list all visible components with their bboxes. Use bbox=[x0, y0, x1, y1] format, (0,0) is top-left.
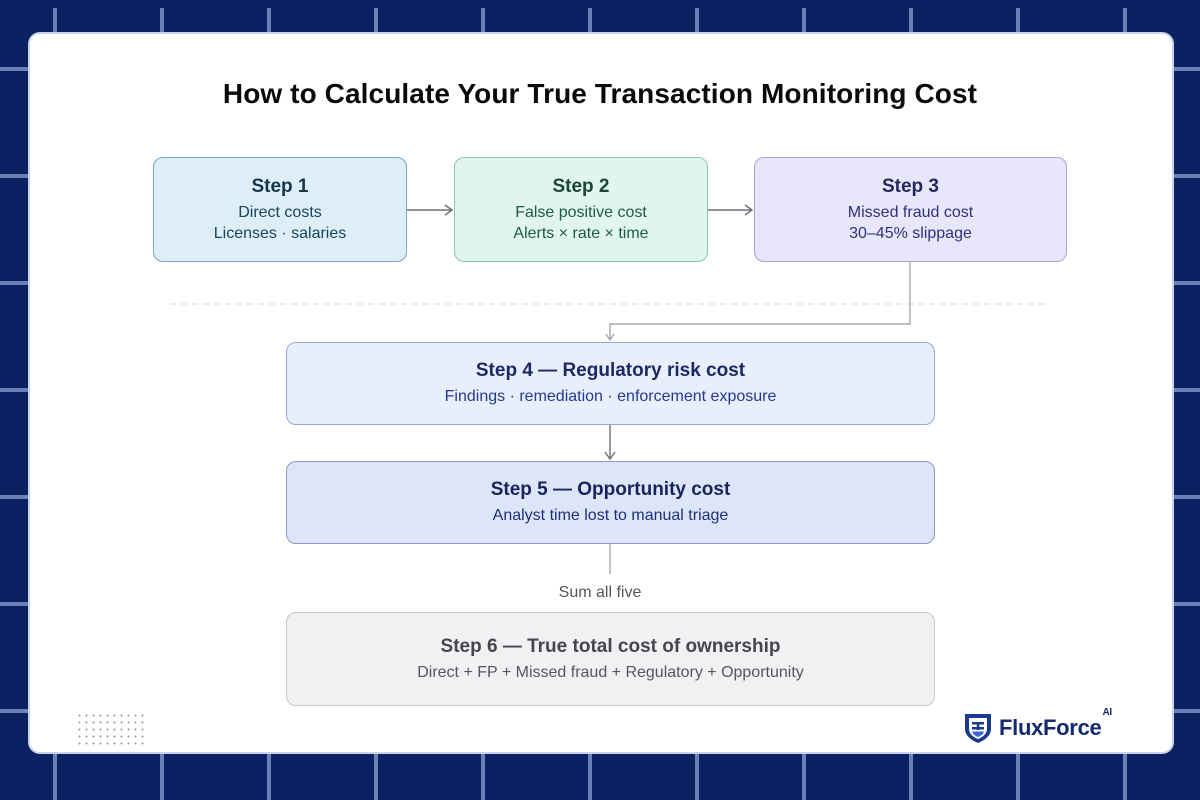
step-1-heading: Step 1 bbox=[251, 175, 309, 197]
step-6-line1: Direct + FP + Missed fraud + Regulatory … bbox=[417, 663, 804, 681]
step-3-heading: Step 3 bbox=[881, 175, 940, 197]
step-2-line1: False positive cost bbox=[515, 203, 647, 221]
step-3-line2: 30–45% slippage bbox=[849, 224, 972, 242]
sum-label: Sum all five bbox=[558, 584, 642, 601]
step-6-heading: Step 6 — True total cost of ownership bbox=[440, 635, 781, 657]
step-4-heading: Step 4 — Regulatory risk cost bbox=[475, 360, 746, 381]
logo-wordmark: FluxForceAI bbox=[999, 707, 1112, 741]
step-4-box: Step 4 — Regulatory risk cost Findings ·… bbox=[286, 342, 935, 425]
shield-icon bbox=[965, 714, 991, 743]
step-1-line1: Direct costs bbox=[238, 203, 322, 221]
step-5-box: Step 5 — Opportunity cost Analyst time l… bbox=[286, 461, 935, 544]
diagram-title: How to Calculate Your True Transaction M… bbox=[222, 78, 978, 109]
step-2-heading: Step 2 bbox=[552, 175, 610, 197]
step-5-line1: Analyst time lost to manual triage bbox=[492, 507, 729, 524]
step-2-line2: Alerts × rate × time bbox=[513, 224, 649, 242]
step-1-box: Step 1 Direct costs Licenses · salaries bbox=[153, 157, 407, 262]
step-3-box: Step 3 Missed fraud cost 30–45% slippage bbox=[754, 157, 1067, 262]
decorative-dot-grid bbox=[76, 712, 144, 748]
step-1-line2: Licenses · salaries bbox=[213, 224, 347, 242]
step-2-box: Step 2 False positive cost Alerts × rate… bbox=[454, 157, 708, 262]
logo-superscript: AI bbox=[1102, 707, 1112, 718]
step-3-line1: Missed fraud cost bbox=[847, 203, 974, 221]
brand-logo: FluxForceAI bbox=[963, 707, 1112, 744]
step-5-heading: Step 5 — Opportunity cost bbox=[490, 479, 731, 500]
step-4-line1: Findings · remediation · enforcement exp… bbox=[444, 388, 777, 405]
step-6-box: Step 6 — True total cost of ownership Di… bbox=[286, 612, 935, 706]
logo-name: FluxForce bbox=[999, 715, 1102, 740]
